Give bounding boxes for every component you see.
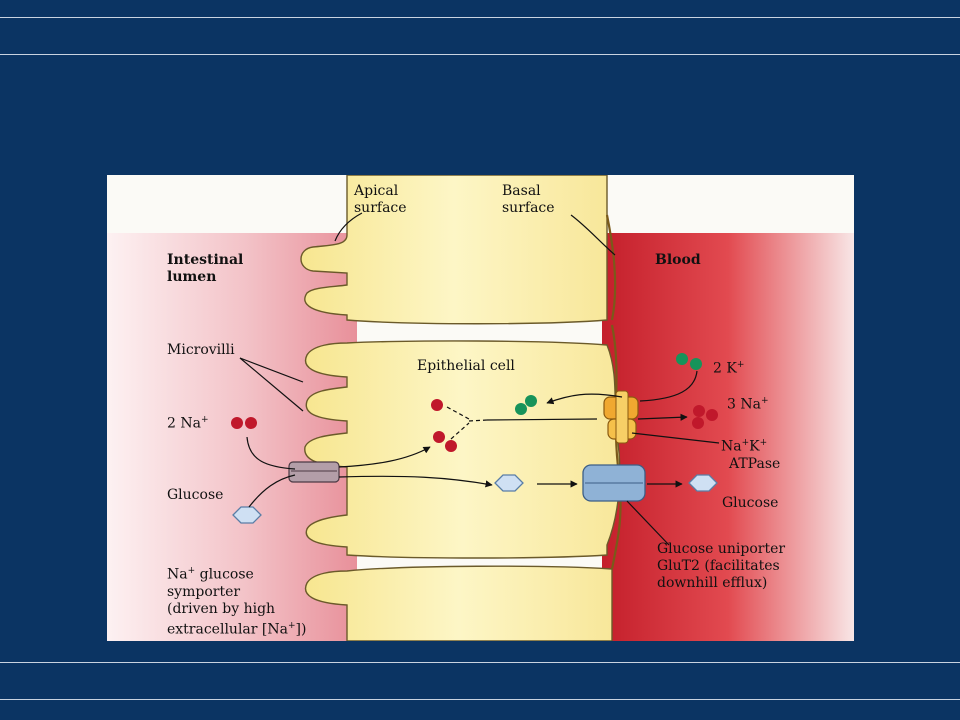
microvilli-pointer-2 — [239, 357, 304, 412]
intestinal-lumen-label: Intestinal lumen — [167, 252, 244, 285]
bottom-rule-2 — [0, 699, 960, 700]
sodium-ion — [445, 440, 457, 452]
lumen-glucose-label: Glucose — [167, 487, 224, 503]
epithelial-cell-upper — [300, 175, 608, 325]
potassium-ion — [676, 353, 688, 365]
glucose-entry-path — [248, 474, 296, 508]
microvilli-label: Microvilli — [167, 342, 235, 358]
blood-sodium-label: 3 Na+ — [727, 396, 769, 413]
glut2-uniporter-protein — [582, 464, 646, 502]
sodium-ion — [431, 399, 443, 411]
uniporter-label: Glucose uniporter GluT2 (facilitates dow… — [657, 541, 786, 591]
na-to-pump-line — [486, 418, 598, 421]
sodium-ion — [693, 405, 705, 417]
sodium-ion — [245, 417, 257, 429]
apical-surface-pointer — [334, 212, 363, 242]
lumen-sodium-label: 2 Na+ — [167, 415, 209, 432]
na-into-cell-arrow — [338, 446, 431, 468]
na-pump-dashed-path — [446, 406, 488, 440]
glucose-into-cell-arrow — [338, 475, 493, 488]
potassium-ion — [690, 358, 702, 370]
basal-surface-pointer — [570, 214, 616, 256]
na-glucose-symporter-protein — [288, 461, 340, 483]
top-rule-2 — [0, 54, 960, 55]
na-k-atpase-label: Na+K+ ATPase — [721, 438, 781, 472]
k-entry-path — [639, 370, 698, 402]
na-out-arrow — [637, 413, 688, 421]
sodium-ion — [706, 409, 718, 421]
epithelial-cell-lower — [304, 565, 613, 641]
glucose-molecule — [232, 506, 262, 524]
top-rule-1 — [0, 17, 960, 18]
transport-diagram — [107, 175, 854, 641]
blood-region — [602, 233, 854, 641]
sodium-ion — [231, 417, 243, 429]
epithelial-cell-label: Epithelial cell — [417, 358, 515, 374]
symporter-label: Na+ glucose symporter (driven by high ex… — [167, 566, 307, 638]
bottom-rule-1 — [0, 662, 960, 663]
blood-label: Blood — [655, 252, 701, 268]
potassium-ion — [525, 395, 537, 407]
potassium-ion — [515, 403, 527, 415]
blood-potassium-label: 2 K+ — [713, 360, 745, 377]
intestinal-glucose-transport-figure: Apical surface Basal surface Intestinal … — [107, 175, 854, 641]
microvilli-pointer-1 — [239, 357, 304, 383]
epithelial-cell-main — [304, 340, 621, 559]
k-into-cell-arrow — [546, 393, 623, 405]
blood-glucose-label: Glucose — [722, 495, 779, 511]
glucose-molecule — [494, 474, 524, 492]
glucose-molecule — [688, 474, 718, 492]
sodium-ion — [692, 417, 704, 429]
apical-surface-label: Apical surface — [354, 183, 407, 216]
na-entry-path — [246, 436, 296, 470]
sodium-ion — [433, 431, 445, 443]
atpase-pointer — [631, 432, 720, 444]
na-k-atpase-pump — [603, 390, 639, 444]
basal-surface-label: Basal surface — [502, 183, 555, 216]
uniporter-pointer — [626, 500, 670, 546]
